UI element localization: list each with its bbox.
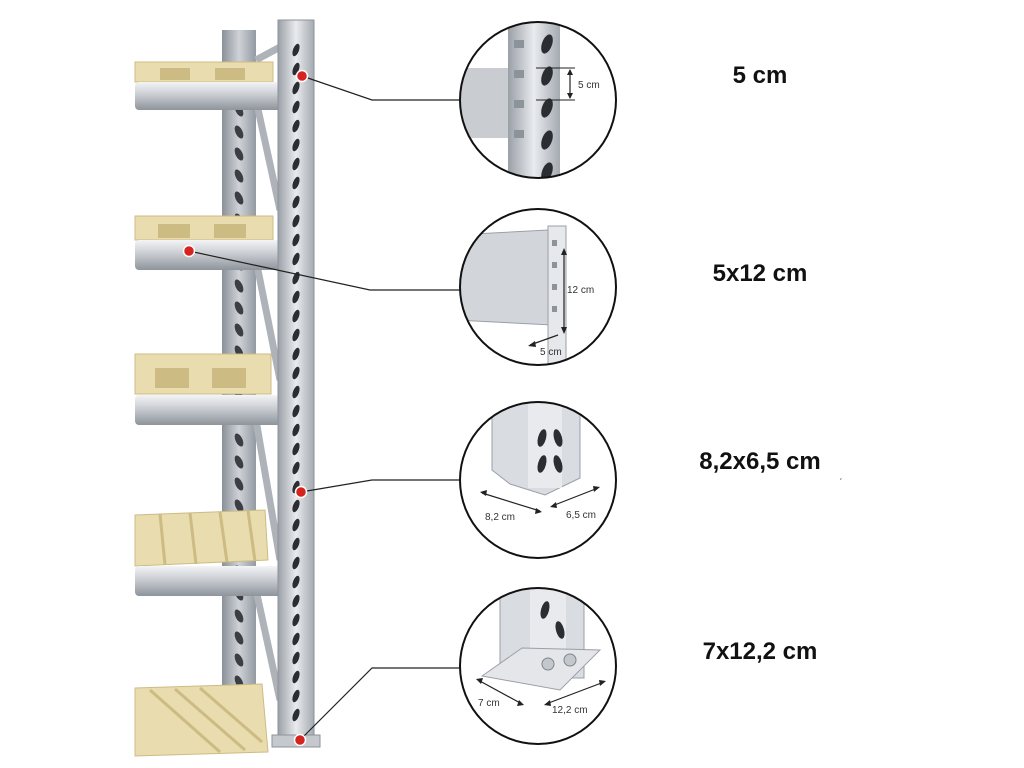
pallet-level-1 (134, 61, 285, 110)
upright-slot (292, 157, 300, 171)
pallet-level-4 (134, 509, 285, 596)
upright-slot (292, 81, 300, 95)
upright-slot (292, 461, 300, 475)
inset-2-dim-1: 12 cm (567, 285, 594, 296)
leader-line-3 (300, 479, 460, 493)
inset-3-dim-2: 6,5 cm (566, 510, 596, 521)
upright-slot (292, 423, 300, 437)
pallet-level-3 (134, 353, 285, 425)
upright-slot (292, 366, 300, 380)
upright-slot (292, 499, 300, 513)
back-upright-slot (234, 279, 244, 293)
back-upright-slot (234, 455, 244, 469)
dimension-label-hole-pitch: 5 cm (732, 62, 788, 89)
back-upright-slot (234, 433, 244, 447)
upright-slot (292, 404, 300, 418)
pallet-level-2 (134, 215, 285, 270)
inset-hole-pitch: 5 cm (459, 21, 617, 179)
upright-slot (292, 689, 300, 703)
upright-slot (292, 575, 300, 589)
upright-slot (292, 100, 300, 114)
upright-slot (292, 632, 300, 646)
upright-slot (292, 138, 300, 152)
inset-4-dim-2: 12,2 cm (552, 705, 588, 716)
inset-4-dim-1: 7 cm (478, 698, 500, 709)
upright-slot (292, 309, 300, 323)
back-upright-slot (234, 477, 244, 491)
back-upright-slot (234, 653, 244, 667)
dimension-label-upright: 8,2x6,5 cm (699, 448, 821, 475)
frame-bracing (252, 42, 284, 701)
inset-1-dim-1: 5 cm (578, 80, 600, 91)
upright-slot (292, 43, 300, 57)
inset-3-dim-1: 8,2 cm (485, 512, 515, 523)
leader-line-2 (188, 250, 460, 291)
upright-slot (292, 195, 300, 209)
front-upright (271, 19, 321, 748)
upright-slot (292, 119, 300, 133)
upright-slot (292, 252, 300, 266)
back-upright-slot (234, 631, 244, 645)
upright-slot (292, 176, 300, 190)
back-upright-slot (234, 125, 244, 139)
inset-base-plate: 7 cm 12,2 cm (459, 587, 617, 745)
upright-slot (292, 233, 300, 247)
inset-upright-section: 8,2 cm 6,5 cm (459, 401, 617, 559)
upright-slot (292, 613, 300, 627)
upright-slot (292, 385, 300, 399)
upright-slot (292, 708, 300, 722)
upright-slot (292, 214, 300, 228)
upright-slot (292, 537, 300, 551)
back-upright-slot (234, 499, 244, 513)
marker-dot-1 (295, 69, 309, 83)
upright-slot (292, 518, 300, 532)
back-upright-slot (234, 609, 244, 623)
back-upright-slot (234, 323, 244, 337)
leader-line-1 (301, 75, 460, 101)
upright-slot (292, 670, 300, 684)
upright-slot (292, 594, 300, 608)
inset-beam-profile: 12 cm 5 cm (459, 208, 617, 366)
pallet-level-5 (134, 683, 269, 757)
upright-slot (292, 556, 300, 570)
back-upright-slot (234, 301, 244, 315)
dimension-label-beam: 5x12 cm (712, 260, 808, 287)
inset-2-dim-2: 5 cm (540, 347, 562, 358)
marker-dot-3 (294, 485, 308, 499)
marker-dot-2 (182, 244, 196, 258)
dimension-label-base-plate: 7x12,2 cm (702, 638, 818, 665)
upright-slot (292, 651, 300, 665)
leader-lines (188, 75, 460, 741)
upright-slot (292, 290, 300, 304)
marker-dot-4 (293, 733, 307, 747)
leader-line-4 (299, 667, 460, 741)
back-upright-slot (234, 191, 244, 205)
markers (182, 69, 309, 747)
upright-slot (292, 328, 300, 342)
upright-slot (292, 347, 300, 361)
back-upright-slot (234, 169, 244, 183)
back-upright-slot (234, 147, 244, 161)
upright-slot (292, 442, 300, 456)
